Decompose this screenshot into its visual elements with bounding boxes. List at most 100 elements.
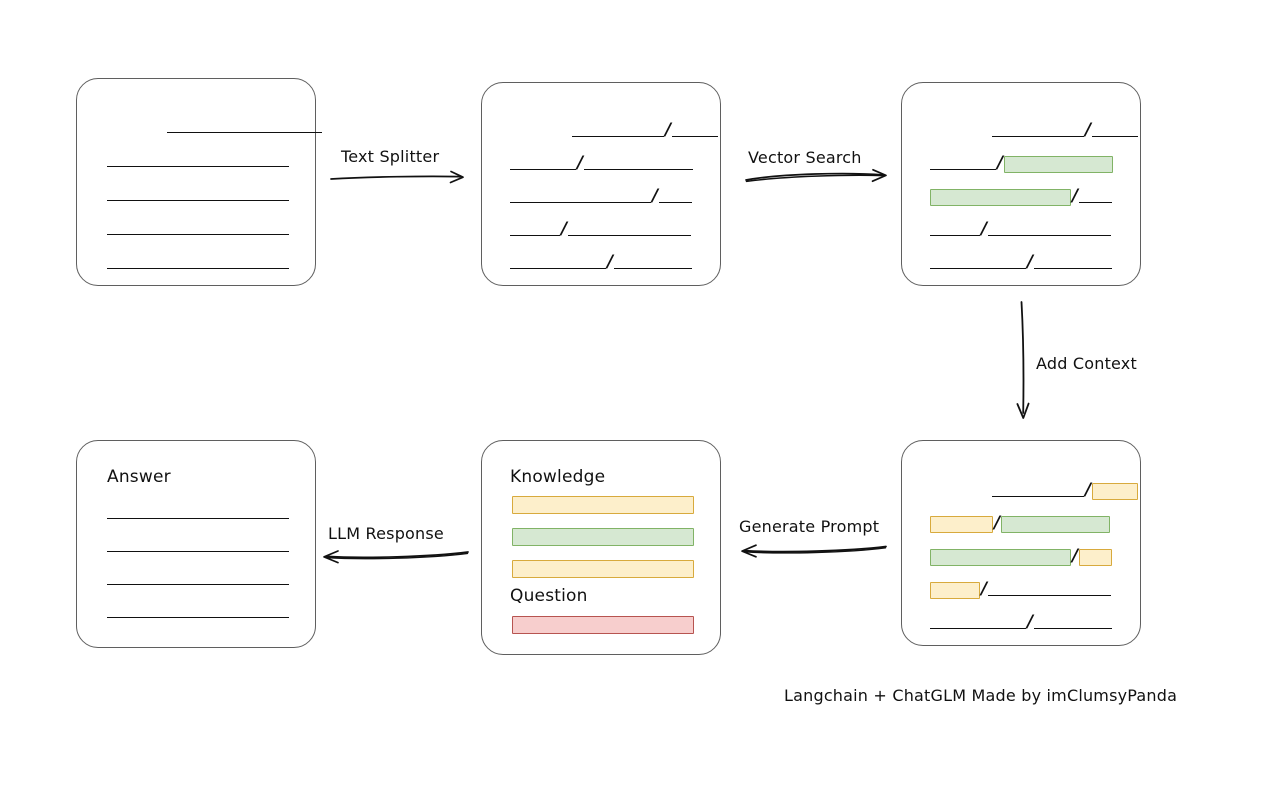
text-rule-segment — [1034, 618, 1113, 629]
text-rule-segment — [672, 126, 719, 137]
arrow-label-vector-search: Vector Search — [748, 148, 862, 167]
knowledge-bar-green — [512, 528, 694, 546]
text-line-row: / — [992, 119, 1139, 141]
segment-separator-slash: / — [652, 185, 659, 206]
text-line-row: / — [930, 611, 1113, 633]
text-rule-segment — [107, 190, 289, 201]
credit-text: Langchain + ChatGLM Made by imClumsyPand… — [784, 686, 1178, 705]
segment-separator-slash: / — [607, 251, 614, 272]
text-line-row: / — [510, 251, 693, 273]
highlight-chip-yellow — [1079, 548, 1113, 566]
text-rule-segment — [1092, 126, 1139, 137]
highlight-chip-green — [930, 188, 1071, 206]
node-answer[interactable]: Answer — [76, 440, 316, 648]
node-generated-prompt[interactable]: Knowledge Question — [481, 440, 721, 655]
split-chunks-lines: / / / / / — [482, 83, 720, 285]
text-line-row: / — [930, 218, 1112, 240]
text-rule-segment — [107, 258, 289, 269]
text-line-row: / — [510, 152, 694, 174]
text-line-row: / — [572, 119, 719, 141]
text-rule-segment — [992, 126, 1084, 137]
text-line-row — [107, 569, 289, 589]
text-rule-segment — [988, 585, 1112, 596]
text-rule-segment — [510, 225, 560, 236]
knowledge-bar-yellow — [512, 560, 694, 578]
arrow-text-splitter — [330, 168, 470, 188]
text-rule-segment — [107, 156, 289, 167]
prompt-knowledge-label: Knowledge — [510, 467, 606, 487]
node-context-added[interactable]: / / / / / — [901, 440, 1141, 646]
vector-matches-lines: / / / / / — [902, 83, 1140, 285]
text-rule-segment — [568, 225, 692, 236]
arrow-label-generate-prompt: Generate Prompt — [739, 517, 880, 536]
text-rule-segment — [930, 225, 980, 236]
text-rule-segment — [167, 122, 322, 133]
segment-separator-slash: / — [577, 152, 584, 173]
arrow-label-llm-response: LLM Response — [328, 524, 444, 543]
highlight-chip-yellow — [930, 581, 980, 599]
segment-separator-slash: / — [994, 512, 1001, 533]
text-line-row: / — [510, 218, 692, 240]
text-rule-segment — [107, 574, 289, 585]
segment-separator-slash: / — [1072, 545, 1079, 566]
text-rule-segment — [584, 159, 694, 170]
context-added-lines: / / / / / — [902, 441, 1140, 645]
segment-separator-slash: / — [665, 119, 672, 140]
text-rule-segment — [988, 225, 1112, 236]
node-split-chunks[interactable]: / / / / / — [481, 82, 721, 286]
segment-separator-slash: / — [1027, 251, 1034, 272]
highlight-chip-green — [930, 548, 1071, 566]
text-line-row — [107, 503, 289, 523]
text-line-row — [107, 602, 289, 622]
text-rule-segment — [572, 126, 664, 137]
text-line-row: / — [930, 251, 1113, 273]
highlight-chip-green — [1004, 155, 1114, 173]
text-line-row: / — [930, 185, 1113, 207]
text-rule-segment — [1079, 192, 1113, 203]
text-line-row: / — [930, 512, 1111, 534]
text-rule-segment — [614, 258, 693, 269]
text-line-row — [167, 117, 322, 137]
text-rule-segment — [659, 192, 693, 203]
arrow-label-add-context: Add Context — [1036, 354, 1137, 373]
segment-separator-slash: / — [561, 218, 568, 239]
answer-title: Answer — [107, 467, 171, 487]
node-source-document[interactable] — [76, 78, 322, 286]
text-line-row: / — [930, 580, 1112, 600]
text-rule-segment — [930, 258, 1026, 269]
arrow-label-text-splitter: Text Splitter — [341, 147, 440, 166]
knowledge-bar-yellow — [512, 496, 694, 514]
text-line-row — [107, 185, 289, 205]
text-line-row: / — [930, 152, 1114, 174]
highlight-chip-yellow — [1092, 482, 1139, 500]
text-line-row — [107, 219, 289, 239]
arrow-llm-response — [318, 546, 470, 568]
source-document-lines — [77, 79, 322, 285]
question-bar-red — [512, 616, 694, 634]
text-line-row — [107, 536, 289, 556]
segment-separator-slash: / — [1072, 185, 1079, 206]
text-rule-segment — [930, 618, 1026, 629]
arrow-vector-search — [744, 166, 892, 188]
text-rule-segment — [107, 541, 289, 552]
text-rule-segment — [1034, 258, 1113, 269]
text-rule-segment — [107, 607, 289, 618]
text-rule-segment — [510, 159, 576, 170]
text-line-row: / — [930, 545, 1113, 567]
text-rule-segment — [107, 224, 289, 235]
text-rule-segment — [510, 258, 606, 269]
segment-separator-slash: / — [997, 152, 1004, 173]
arrow-generate-prompt — [736, 540, 888, 562]
text-line-row — [107, 253, 289, 273]
segment-separator-slash: / — [1085, 479, 1092, 500]
highlight-chip-yellow — [930, 515, 993, 533]
segment-separator-slash: / — [981, 218, 988, 239]
segment-separator-slash: / — [1085, 119, 1092, 140]
highlight-chip-green — [1001, 515, 1111, 533]
text-rule-segment — [992, 486, 1084, 497]
node-vector-matches[interactable]: / / / / / — [901, 82, 1141, 286]
segment-separator-slash: / — [1027, 611, 1034, 632]
text-line-row: / — [992, 479, 1139, 501]
text-rule-segment — [107, 508, 289, 519]
